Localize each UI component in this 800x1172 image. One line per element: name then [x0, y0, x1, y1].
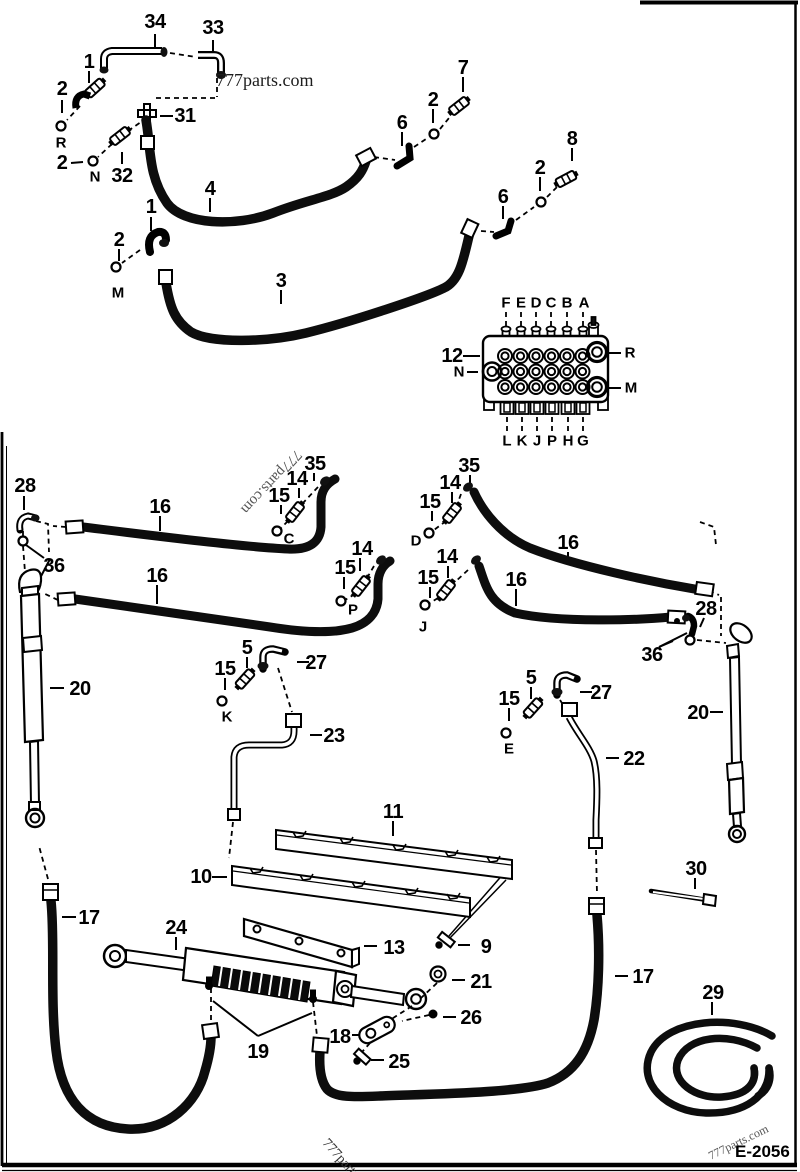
- screw-9: [436, 930, 457, 949]
- cable-tie-30: [648, 888, 718, 908]
- hose-4: [140, 93, 474, 227]
- coiled-hose-29: [643, 1018, 776, 1117]
- link-18-parts: [352, 965, 447, 1066]
- hose-16-right-upper: [423, 482, 715, 598]
- hose-16-left-lower: [56, 555, 395, 637]
- tube-34-assembly: [55, 47, 226, 167]
- leader-lines: [23, 34, 723, 1061]
- left-cylinder-20: [16, 512, 46, 829]
- valve-bottom-ports: [499, 399, 591, 415]
- right-cylinder-20: [674, 612, 753, 844]
- watermark-top: 777parts.com: [216, 70, 314, 90]
- tube-23-assembly: [216, 645, 302, 821]
- hose-3: [110, 167, 581, 346]
- hose-17-right: [311, 897, 605, 1102]
- valve-block: [481, 316, 610, 415]
- tube-22-assembly: [500, 671, 603, 849]
- valve-ports: [481, 340, 609, 399]
- hose-16-left-upper: [64, 474, 340, 554]
- cylinder-24: [102, 943, 428, 1011]
- hose-16-right-lower: [419, 555, 687, 625]
- plates-10-11-13: [231, 828, 513, 969]
- figure-code: E-2056: [735, 1142, 790, 1161]
- hose-17-left: [42, 883, 221, 1134]
